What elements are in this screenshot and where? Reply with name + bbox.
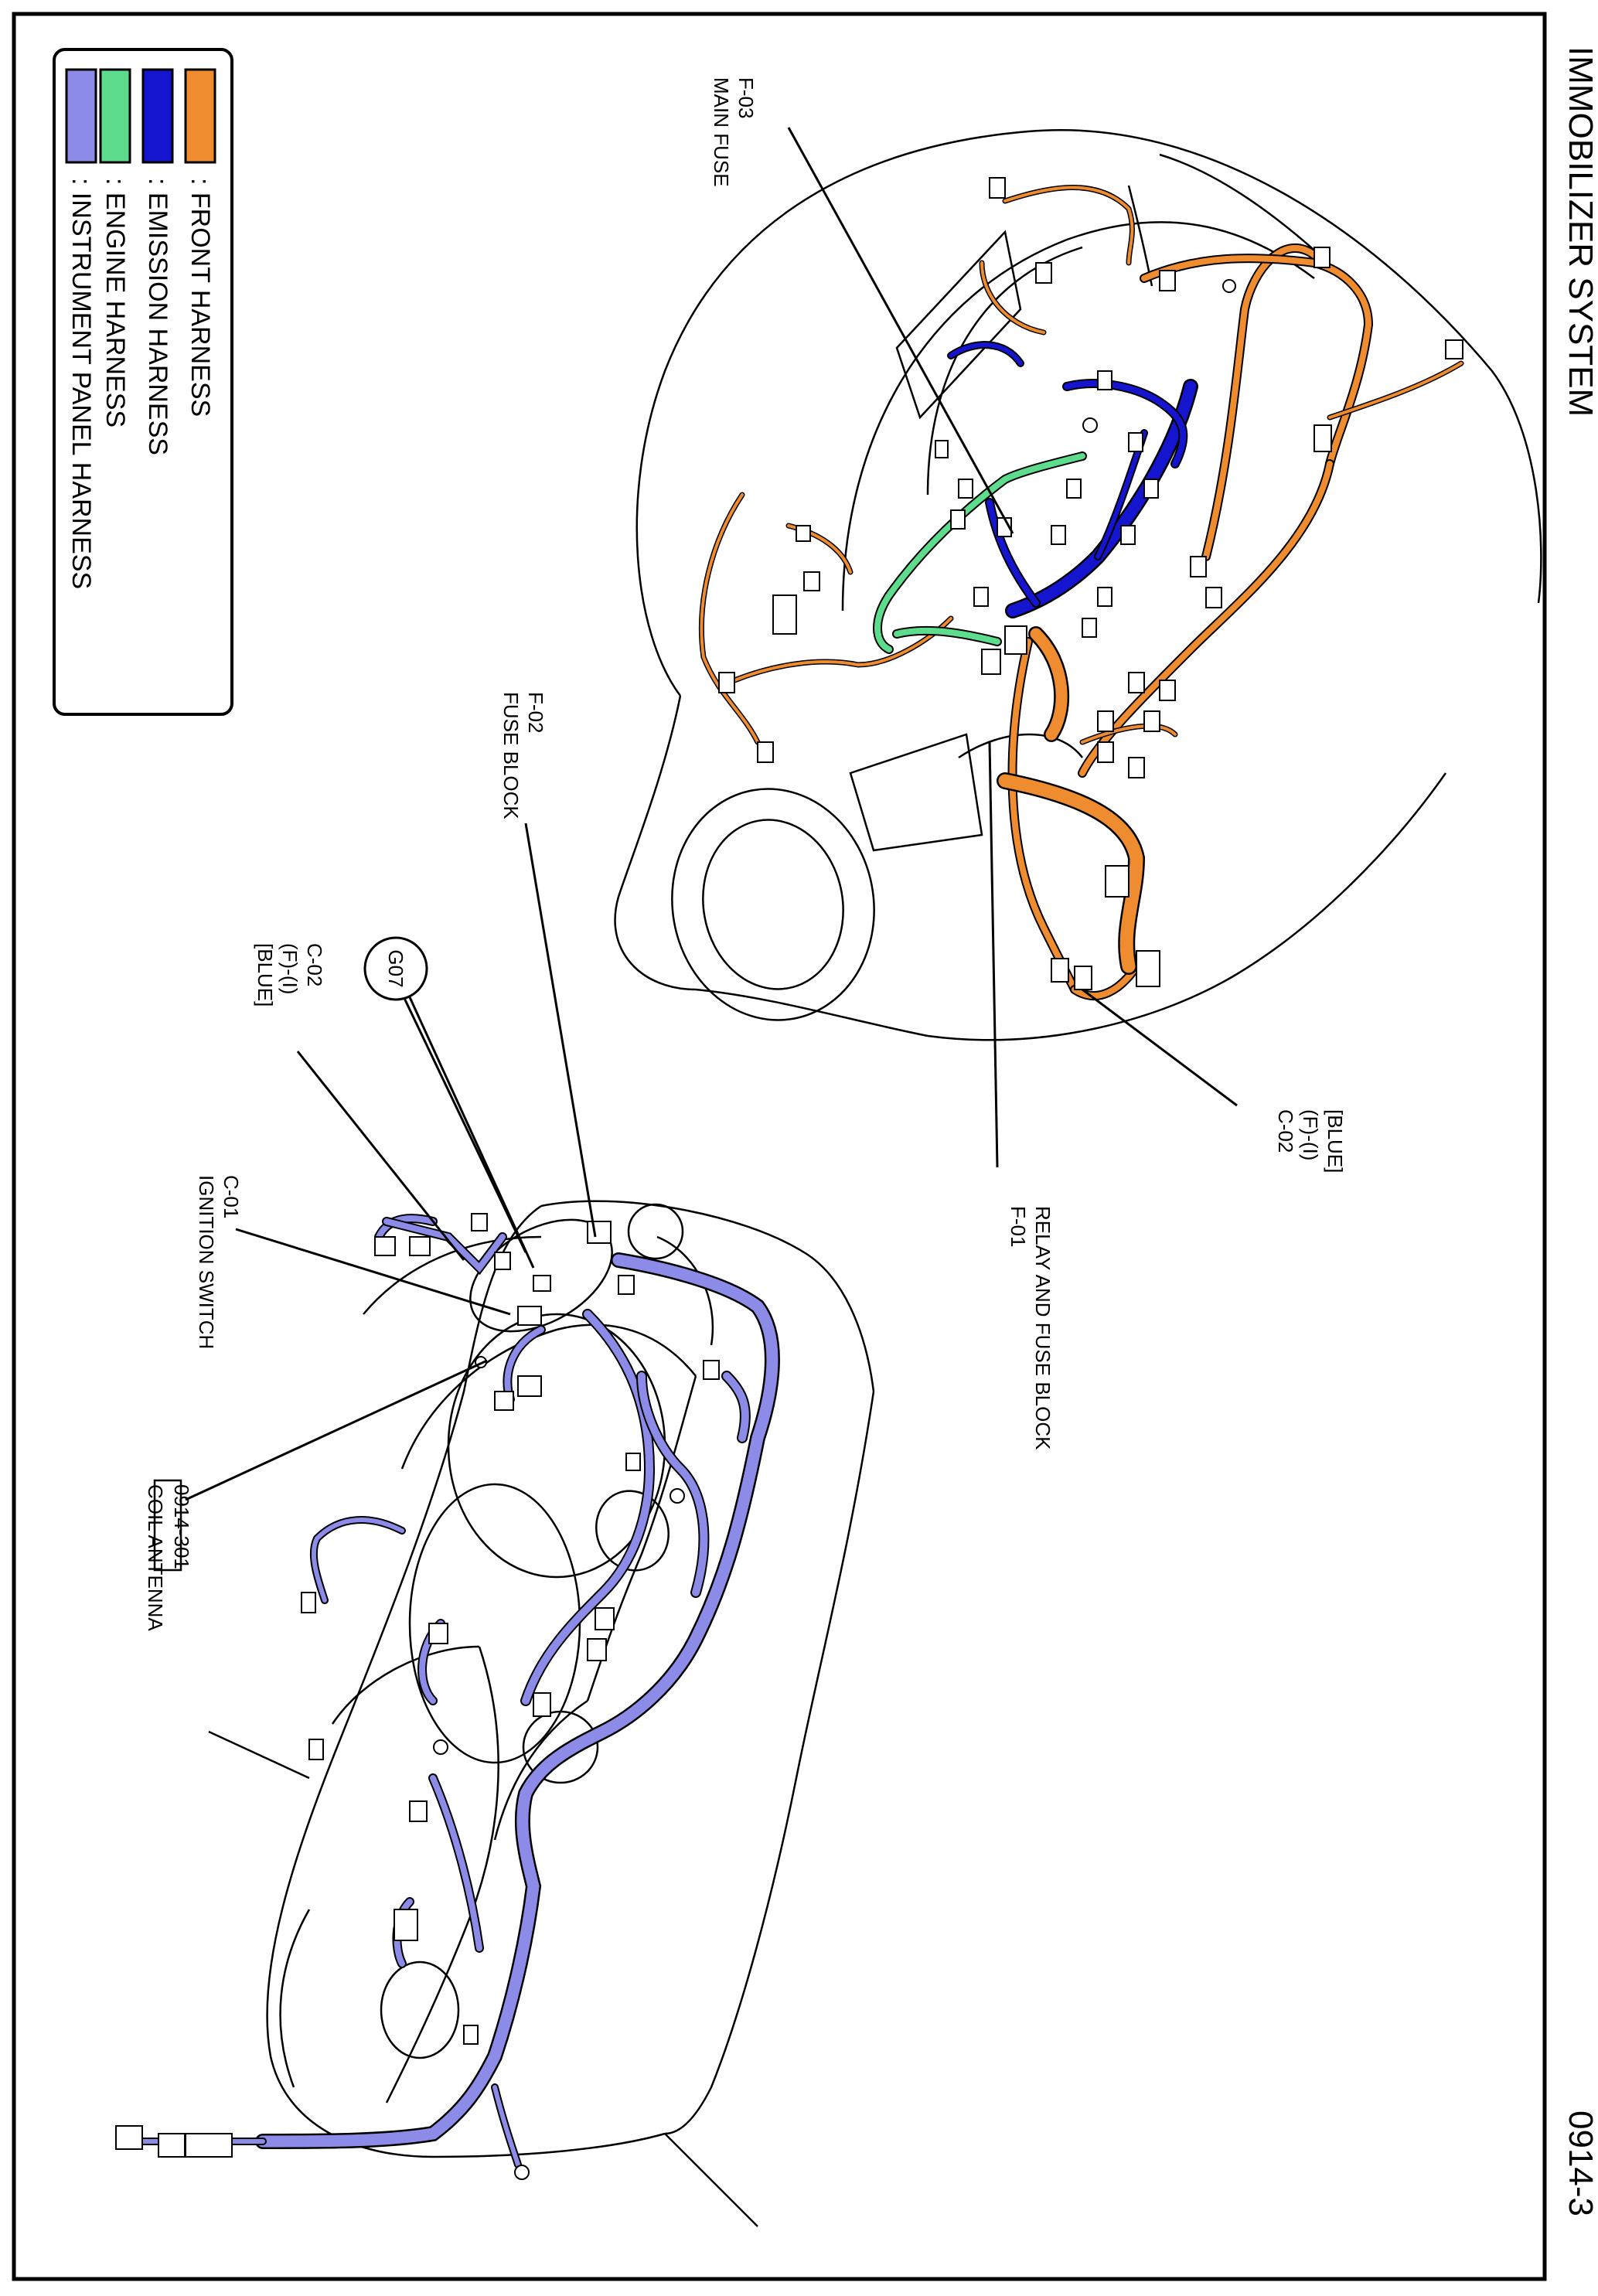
coil-antenna-callout: 0914-301 COIL ANTENNA — [144, 1479, 193, 1631]
coil-antenna-name: COIL ANTENNA — [144, 1484, 167, 1631]
engine-bay-connectors — [718, 177, 1463, 990]
legend-label-instrument: : INSTRUMENT PANEL HARNESS — [66, 178, 96, 589]
legend-label-emission: : EMISSION HARNESS — [143, 178, 172, 455]
legend-swatch-front — [184, 68, 216, 164]
front-harness — [698, 185, 1464, 1001]
legend-label-front: : FRONT HARNESS — [186, 178, 215, 417]
callout-f02-line1: F-02 — [524, 692, 547, 733]
callout-f01-line2: F-01 — [1007, 1206, 1030, 1247]
legend-label-engine: : ENGINE HARNESS — [101, 178, 130, 428]
legend: : FRONT HARNESS : EMISSION HARNESS : ENG… — [53, 48, 233, 716]
callout-f03-line1: F-03 — [734, 77, 758, 118]
callout-c02-panel-line2: (F)-(I) — [278, 943, 302, 994]
callout-f03-line2: MAIN FUSE — [710, 77, 733, 187]
callout-c02-panel-line3: [BLUE] — [254, 943, 277, 1007]
page-border — [12, 12, 1547, 2281]
callout-f02-line2: FUSE BLOCK — [499, 692, 523, 819]
callout-c02-engine-line2: (F)-(I) — [1299, 1109, 1322, 1160]
instrument-panel-harness — [128, 1214, 780, 2168]
ground-g07: G07 — [363, 936, 428, 1001]
callout-f01-line1: RELAY AND FUSE BLOCK — [1031, 1206, 1055, 1450]
callout-c01-line2: IGNITION SWITCH — [195, 1175, 218, 1349]
legend-swatch-emission — [141, 68, 174, 164]
instrument-panel-connectors — [115, 1213, 720, 2180]
legend-swatch-instrument — [65, 68, 97, 164]
page-title: IMMOBILIZER SYSTEM — [1562, 46, 1598, 417]
callout-c01-line1: C-01 — [220, 1175, 243, 1218]
ground-g07-label: G07 — [384, 949, 407, 987]
callout-c02-panel-line1: C-02 — [303, 943, 326, 986]
legend-swatch-engine — [99, 68, 131, 164]
engine-harness — [873, 451, 1087, 654]
coil-antenna-ref: 0914-301 — [170, 1484, 193, 1569]
callout-c02-engine-line3: C-02 — [1274, 1109, 1297, 1153]
callout-leaders — [185, 127, 1238, 1501]
callout-c02-engine-line1: [BLUE] — [1324, 1109, 1347, 1173]
page-number: 0914-3 — [1562, 2110, 1598, 2216]
engine-bay-outline — [614, 129, 1542, 1041]
emission-harness — [947, 341, 1198, 618]
